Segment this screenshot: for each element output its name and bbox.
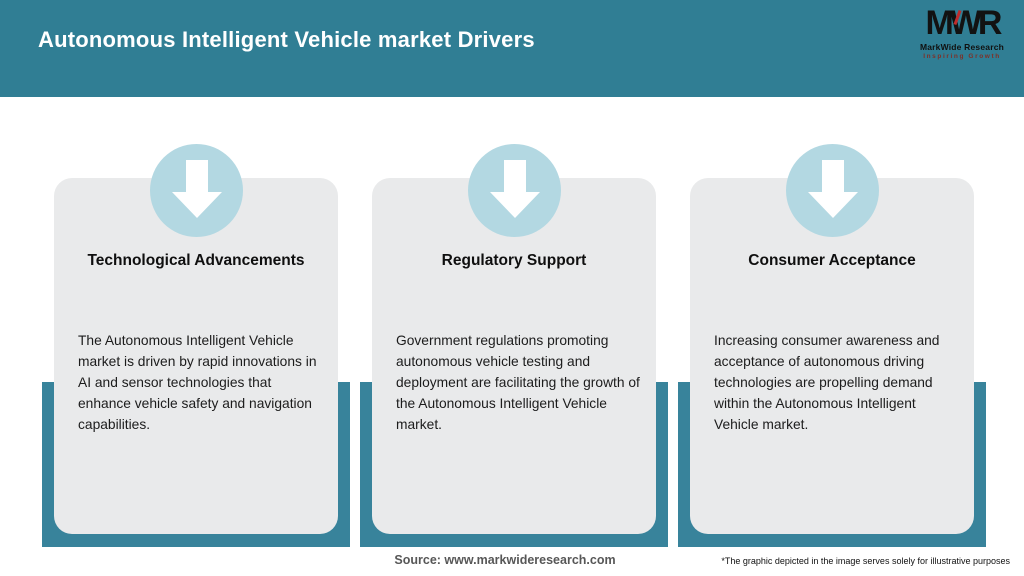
card-body: The Autonomous Intelligent Vehicle marke… <box>78 333 317 432</box>
arrow-down-icon <box>171 159 222 218</box>
card-title: Technological Advancements <box>87 252 305 269</box>
card-title: Consumer Acceptance <box>748 252 916 269</box>
card-title: Regulatory Support <box>441 252 587 269</box>
arrow-circle <box>468 144 561 237</box>
logo-acronym: MWR <box>914 5 1010 41</box>
header-bar: Autonomous Intelligent Vehicle market Dr… <box>0 0 1024 97</box>
arrow-circle <box>150 144 243 237</box>
source-text: Source: www.markwideresearch.com <box>394 553 616 567</box>
arrow-down-icon <box>807 159 858 218</box>
logo-acronym-text: MWR <box>925 4 1003 42</box>
page-title: Autonomous Intelligent Vehicle market Dr… <box>38 27 535 52</box>
arrow-down-icon <box>489 159 540 218</box>
card-technological-advancements: Technological Advancements The Autonomou… <box>54 178 338 534</box>
logo-name: MarkWide Research <box>919 42 1005 52</box>
card-regulatory-support: Regulatory Support Government regulation… <box>372 178 656 534</box>
card-body: Increasing consumer awareness and accept… <box>714 333 940 432</box>
disclaimer-text: *The graphic depicted in the image serve… <box>721 556 1010 566</box>
logo-tagline: Inspiring Growth <box>923 53 1001 60</box>
card-consumer-acceptance: Consumer Acceptance Increasing consumer … <box>690 178 974 534</box>
card-body: Government regulations promoting autonom… <box>396 333 640 432</box>
markwide-logo: MWR MarkWide Research Inspiring Growth <box>914 5 1010 60</box>
arrow-circle <box>786 144 879 237</box>
